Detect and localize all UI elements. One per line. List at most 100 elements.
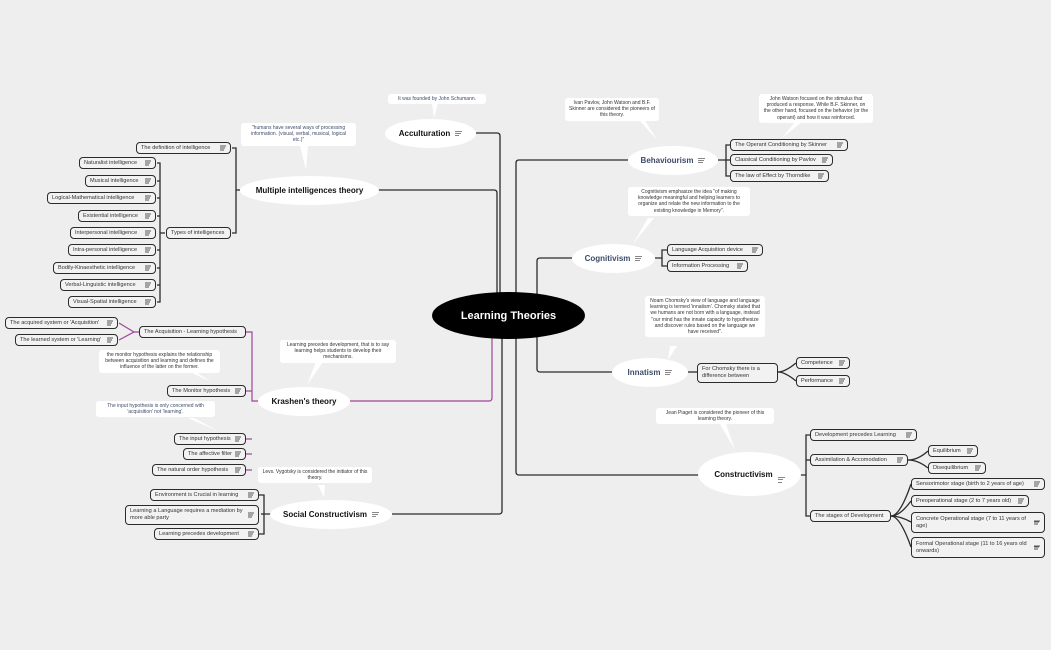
constructivism-note: Jean Piaget is considered the pioneer of… [656,408,774,425]
behaviourism-child[interactable]: The law of Effect by Thorndike [730,170,829,182]
notes-icon[interactable] [698,157,706,164]
notes-icon[interactable] [107,320,113,326]
topic-innatism[interactable]: Innatism [612,358,688,387]
acculturation-note: It was founded by John Schumann. [388,94,486,105]
notes-icon[interactable] [1034,481,1040,487]
notes-icon[interactable] [145,195,151,201]
notes-icon[interactable] [145,213,151,219]
mi-type-item[interactable]: Bodily-Kinaesthetic intelligence [53,262,156,274]
notes-icon[interactable] [777,477,785,483]
notes-icon[interactable] [818,173,824,179]
krashen-affective[interactable]: The affective filter [183,448,246,460]
krashen-note: Learning precedes development, that is t… [280,340,396,363]
notes-icon[interactable] [822,157,828,163]
behaviourism-note: Ivan Pavlov, John Watson and B.F. Skinne… [565,98,659,121]
notes-icon[interactable] [235,436,241,442]
topic-acculturation[interactable]: Acculturation [385,119,476,148]
notes-icon[interactable] [372,511,380,518]
mi-type-item[interactable]: Existential intelligence [78,210,156,222]
central-topic[interactable]: Learning Theories [432,292,585,339]
krashen-input[interactable]: The input hypothesis [174,433,246,445]
social-child[interactable]: Learning a Language requires a mediation… [125,505,259,525]
topic-multiple-intelligences[interactable]: Multiple intelligences theory [240,176,379,205]
mi-definition[interactable]: The definition of intelligence [136,142,231,154]
innatism-performance[interactable]: Performance [796,375,850,387]
notes-icon[interactable] [248,492,254,498]
behaviourism-child[interactable]: The Operant Conditioning by Skinner [730,139,848,151]
mi-type-item[interactable]: Musical intelligence [85,175,156,187]
stage-item[interactable]: Sensorimotor stage (birth to 2 years of … [911,478,1045,490]
notes-icon[interactable] [1034,545,1040,550]
mi-type-item[interactable]: Logical-Mathematical intelligence [47,192,156,204]
monitor-note: the monitor hypothesis explains the rela… [99,350,220,373]
social-child[interactable]: Environment is Crucial in learning [150,489,259,501]
notes-icon[interactable] [248,531,254,537]
notes-icon[interactable] [145,282,151,288]
notes-icon[interactable] [737,263,743,269]
notes-icon[interactable] [145,265,151,271]
notes-icon[interactable] [897,457,903,463]
innatism-child[interactable]: For Chomsky there is a difference betwee… [697,363,778,383]
constructivism-equilibrium[interactable]: Equilibrium [928,445,978,457]
notes-icon[interactable] [145,299,151,305]
notes-icon[interactable] [1034,520,1040,525]
mi-types[interactable]: Types of intelligences [166,227,231,239]
notes-icon[interactable] [1018,498,1024,504]
input-note: The input hypothesis is only concerned w… [96,401,215,418]
krashen-natural-order[interactable]: The natural order hypothesis [152,464,246,476]
topic-behaviourism[interactable]: Behaviourism [628,146,718,175]
krashen-learned-system[interactable]: The learned system or 'Learning' [15,334,118,346]
krashen-acquired-system[interactable]: The acquired system or 'Acquisition' [5,317,118,329]
notes-icon[interactable] [145,160,151,166]
notes-icon[interactable] [248,512,254,518]
notes-icon[interactable] [235,388,241,394]
notes-icon[interactable] [665,369,673,376]
cognitivism-child[interactable]: Language Acquisition device [667,244,763,256]
mi-type-item[interactable]: Naturalist intelligence [79,157,156,169]
notes-icon[interactable] [235,451,241,457]
notes-icon[interactable] [455,130,463,137]
notes-icon[interactable] [235,467,241,473]
social-note: Levs. Vygotsky is considered the initiat… [258,467,372,484]
topic-cognitivism[interactable]: Cognitivism [572,244,655,273]
krashen-monitor[interactable]: The Monitor hypothesis [167,385,246,397]
constructivism-assimilation[interactable]: Assimilation & Accomodation [810,454,908,466]
krashen-acq-learning[interactable]: The Acquisition - Learning hypothesis [139,326,246,338]
constructivism-stages[interactable]: The stages of Development [810,510,891,522]
notes-icon[interactable] [837,142,843,148]
mi-type-item[interactable]: Visual-Spatial intelligence [68,296,156,308]
notes-icon[interactable] [975,465,981,471]
constructivism-dev-learning[interactable]: Development precedes Learning [810,429,917,441]
notes-icon[interactable] [839,378,845,384]
innatism-competence[interactable]: Competence [796,357,850,369]
notes-icon[interactable] [107,337,113,343]
cognitivism-note: Cognitivism emphasize the idea "of makin… [628,187,750,216]
mi-type-item[interactable]: Interpersonal intelligence [70,227,156,239]
social-child[interactable]: Learning precedes development [154,528,259,540]
topic-krashen[interactable]: Krashen's theory [258,387,350,416]
innatism-note: Noam Chomsky's view of language and lang… [645,296,765,338]
notes-icon[interactable] [967,448,973,454]
topic-constructivism[interactable]: Constructivism [698,452,801,496]
behaviourism-child[interactable]: Classical Conditioning by Pavlov [730,154,833,166]
notes-icon[interactable] [906,432,912,438]
behaviourism-note-2: John Watson focused on the stimulus that… [759,94,873,123]
stage-item[interactable]: Preoperational stage (2 to 7 years old) [911,495,1029,507]
notes-icon[interactable] [839,360,845,366]
constructivism-disequilibrium[interactable]: Disequilibrium [928,462,986,474]
notes-icon[interactable] [752,247,758,253]
mi-note: "humans have several ways of processing … [241,123,356,146]
notes-icon[interactable] [145,230,151,236]
mi-type-item[interactable]: Intra-personal intelligence [68,244,156,256]
notes-icon[interactable] [145,178,151,184]
cognitivism-child[interactable]: Information Processing [667,260,748,272]
notes-icon[interactable] [220,145,226,151]
notes-icon[interactable] [635,255,643,262]
notes-icon[interactable] [145,247,151,253]
mi-type-item[interactable]: Verbal-Linguistic intelligence [60,279,156,291]
stage-item[interactable]: Concrete Operational stage (7 to 11 year… [911,512,1045,533]
stage-item[interactable]: Formal Operational stage (11 to 16 years… [911,537,1045,558]
topic-social-constructivism[interactable]: Social Constructivism [270,500,392,529]
